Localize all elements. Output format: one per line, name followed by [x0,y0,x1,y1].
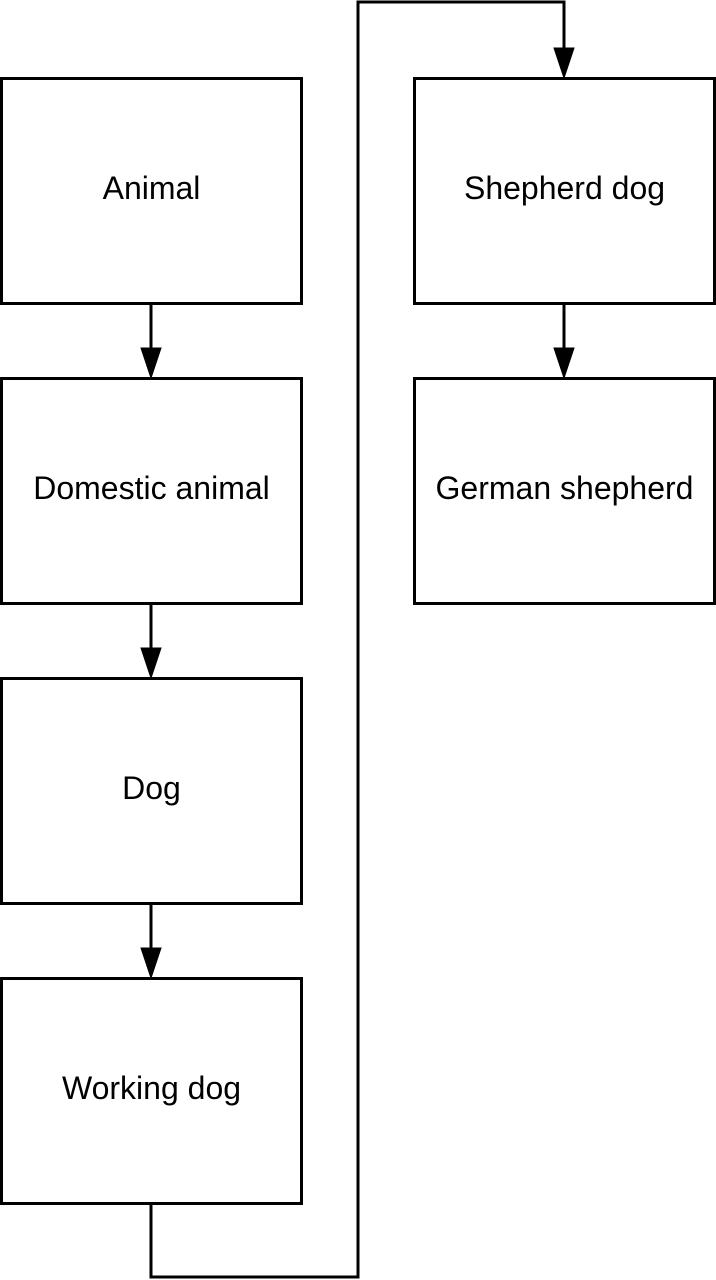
node-label: Dog [122,770,181,806]
node-box [413,77,716,305]
node-box [0,377,303,605]
node-dog: Dog [0,677,303,905]
node-box [413,377,716,605]
node-domestic-animal: Domestic animal [0,377,303,605]
edge-animal-to-domestic-animal [140,303,162,380]
node-label: Domestic animal [33,470,270,506]
edge-domestic-animal-to-dog [140,603,162,680]
node-working-dog: Working dog [0,977,303,1205]
node-german-shepherd: German shepherd [413,377,716,605]
node-label: Shepherd dog [464,170,665,206]
edge-shepherd-dog-to-german-shepherd [553,303,575,380]
node-label: Animal [103,170,201,206]
node-label: Working dog [62,1070,241,1106]
node-shepherd-dog: Shepherd dog [413,77,716,305]
node-box [0,977,303,1205]
node-box [0,77,303,305]
edge-dog-to-working-dog [140,903,162,980]
node-animal: Animal [0,77,303,305]
edge-working-dog-to-shepherd-dog [149,0,575,1279]
edges [140,0,575,1279]
node-label: German shepherd [436,470,694,506]
node-box [0,677,303,905]
